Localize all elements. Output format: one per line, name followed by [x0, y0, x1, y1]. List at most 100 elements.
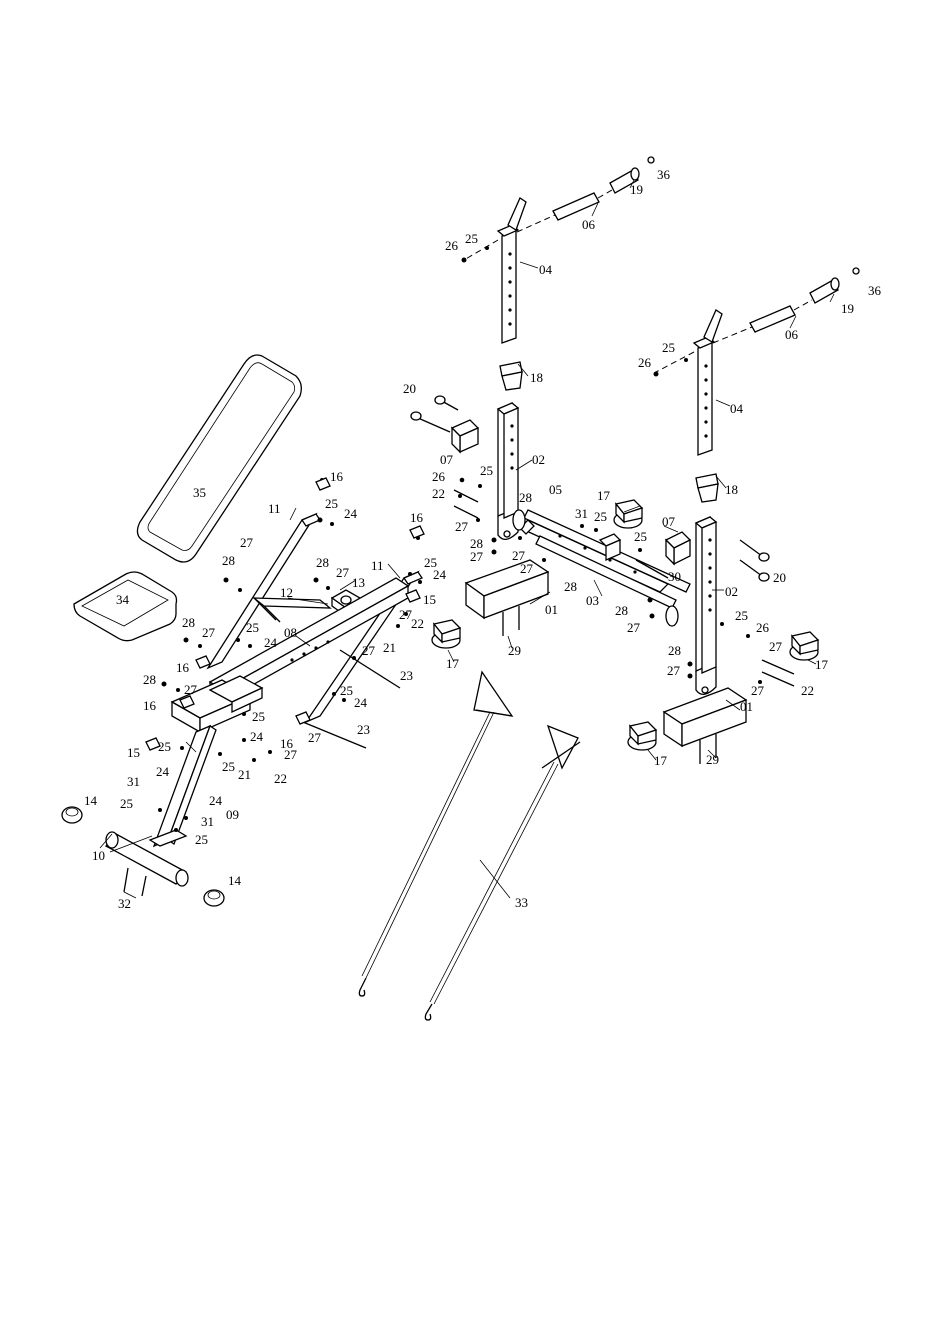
part-label: 20 [773, 570, 786, 585]
part-label: 05 [549, 482, 562, 497]
part-label: 31 [127, 774, 140, 789]
part-label: 25 [120, 796, 133, 811]
part-label: 13 [352, 575, 365, 590]
part-label: 10 [92, 848, 105, 863]
part-label: 28 [470, 536, 483, 551]
part-label: 35 [193, 485, 206, 500]
left-upright-02 [496, 402, 520, 540]
leader-lines [99, 179, 835, 899]
part-label: 26 [638, 355, 652, 370]
part-label: 28 [564, 579, 577, 594]
front-frame-junction [170, 675, 264, 734]
part-label: 30 [668, 569, 681, 584]
part-label: 25 [424, 555, 437, 570]
long-bolt-23-b [297, 719, 367, 749]
base-foot-01-left [464, 559, 550, 636]
part-label: 28 [519, 490, 532, 505]
part-label: 27 [284, 747, 298, 762]
part-label: 25 [594, 509, 607, 524]
part-label: 32 [118, 896, 131, 911]
base-foot-01-right [662, 687, 748, 764]
part-label: 15 [423, 592, 436, 607]
part-label: 22 [801, 683, 814, 698]
part-label: 08 [284, 625, 297, 640]
part-label: 01 [545, 602, 558, 617]
part-label: 24 [354, 695, 368, 710]
part-label: 25 [195, 832, 208, 847]
part-label: 25 [222, 759, 235, 774]
part-label: 36 [868, 283, 882, 298]
foot-cap-17-b [613, 499, 644, 529]
part-label: 17 [597, 488, 611, 503]
part-label: 27 [751, 683, 765, 698]
part-label: 16 [280, 736, 294, 751]
part-label: 18 [725, 482, 738, 497]
part-label: 06 [785, 327, 799, 342]
part-label: 19 [630, 182, 643, 197]
upright-tube-11-right [304, 570, 423, 724]
part-label: 33 [515, 895, 528, 910]
part-label: 16 [176, 660, 190, 675]
foot-cap-17-a [431, 619, 462, 649]
part-label: 25 [246, 620, 259, 635]
part-label: 25 [325, 496, 338, 511]
part-label: 25 [634, 529, 647, 544]
part-label: 29 [706, 752, 719, 767]
bench-assembly [61, 354, 425, 907]
part-label: 26 [432, 469, 446, 484]
part-label: 27 [667, 663, 681, 678]
part-label: 26 [445, 238, 459, 253]
part-label: 14 [228, 873, 242, 888]
part-label: 12 [280, 585, 293, 600]
part-label: 09 [226, 807, 239, 822]
front-foot-tube-10 [104, 831, 189, 897]
part-label: 25 [662, 340, 675, 355]
part-label: 17 [815, 657, 829, 672]
bolt-22-b [453, 505, 479, 519]
part-label: 22 [411, 616, 424, 631]
part-label: 25 [340, 683, 353, 698]
part-label: 27 [470, 549, 484, 564]
part-label: 25 [252, 709, 265, 724]
part-label: 27 [627, 620, 641, 635]
part-label: 28 [182, 615, 195, 630]
upper-right-upright-04 [653, 267, 860, 456]
right-upright-02 [694, 516, 770, 695]
part-label: 16 [330, 469, 344, 484]
part-label: 27 [336, 565, 350, 580]
bolt-30 [635, 559, 669, 579]
part-label: 06 [582, 217, 596, 232]
part-label: 27 [308, 730, 322, 745]
part-label: 27 [769, 639, 783, 654]
part-label: 31 [201, 814, 214, 829]
part-label: 11 [268, 501, 281, 516]
part-label: 34 [116, 592, 130, 607]
part-label: 23 [400, 668, 413, 683]
part-label: 02 [532, 452, 545, 467]
rack-fasteners [458, 477, 762, 684]
seat-pad-34 [73, 571, 178, 642]
part-label: 24 [264, 635, 278, 650]
part-label: 18 [530, 370, 543, 385]
safety-catch-07-right [598, 531, 692, 566]
part-label: 15 [127, 745, 140, 760]
part-label: 24 [156, 764, 170, 779]
part-label: 04 [539, 262, 553, 277]
cable-handles-33 [358, 670, 581, 1021]
part-label: 22 [432, 486, 445, 501]
part-label: 27 [399, 607, 413, 622]
part-label: 25 [480, 463, 493, 478]
part-label: 07 [662, 514, 676, 529]
part-label: 19 [841, 301, 854, 316]
end-plug-18-right [695, 473, 719, 503]
part-label: 27 [202, 625, 216, 640]
bolt-22-c [761, 659, 795, 675]
part-label: 28 [143, 672, 156, 687]
part-label: 04 [730, 401, 744, 416]
part-label: 24 [209, 793, 223, 808]
part-label: 26 [756, 620, 770, 635]
foot-cap-17-c [789, 631, 820, 661]
part-label: 28 [668, 643, 681, 658]
part-label: 27 [362, 643, 376, 658]
part-label: 16 [410, 510, 424, 525]
